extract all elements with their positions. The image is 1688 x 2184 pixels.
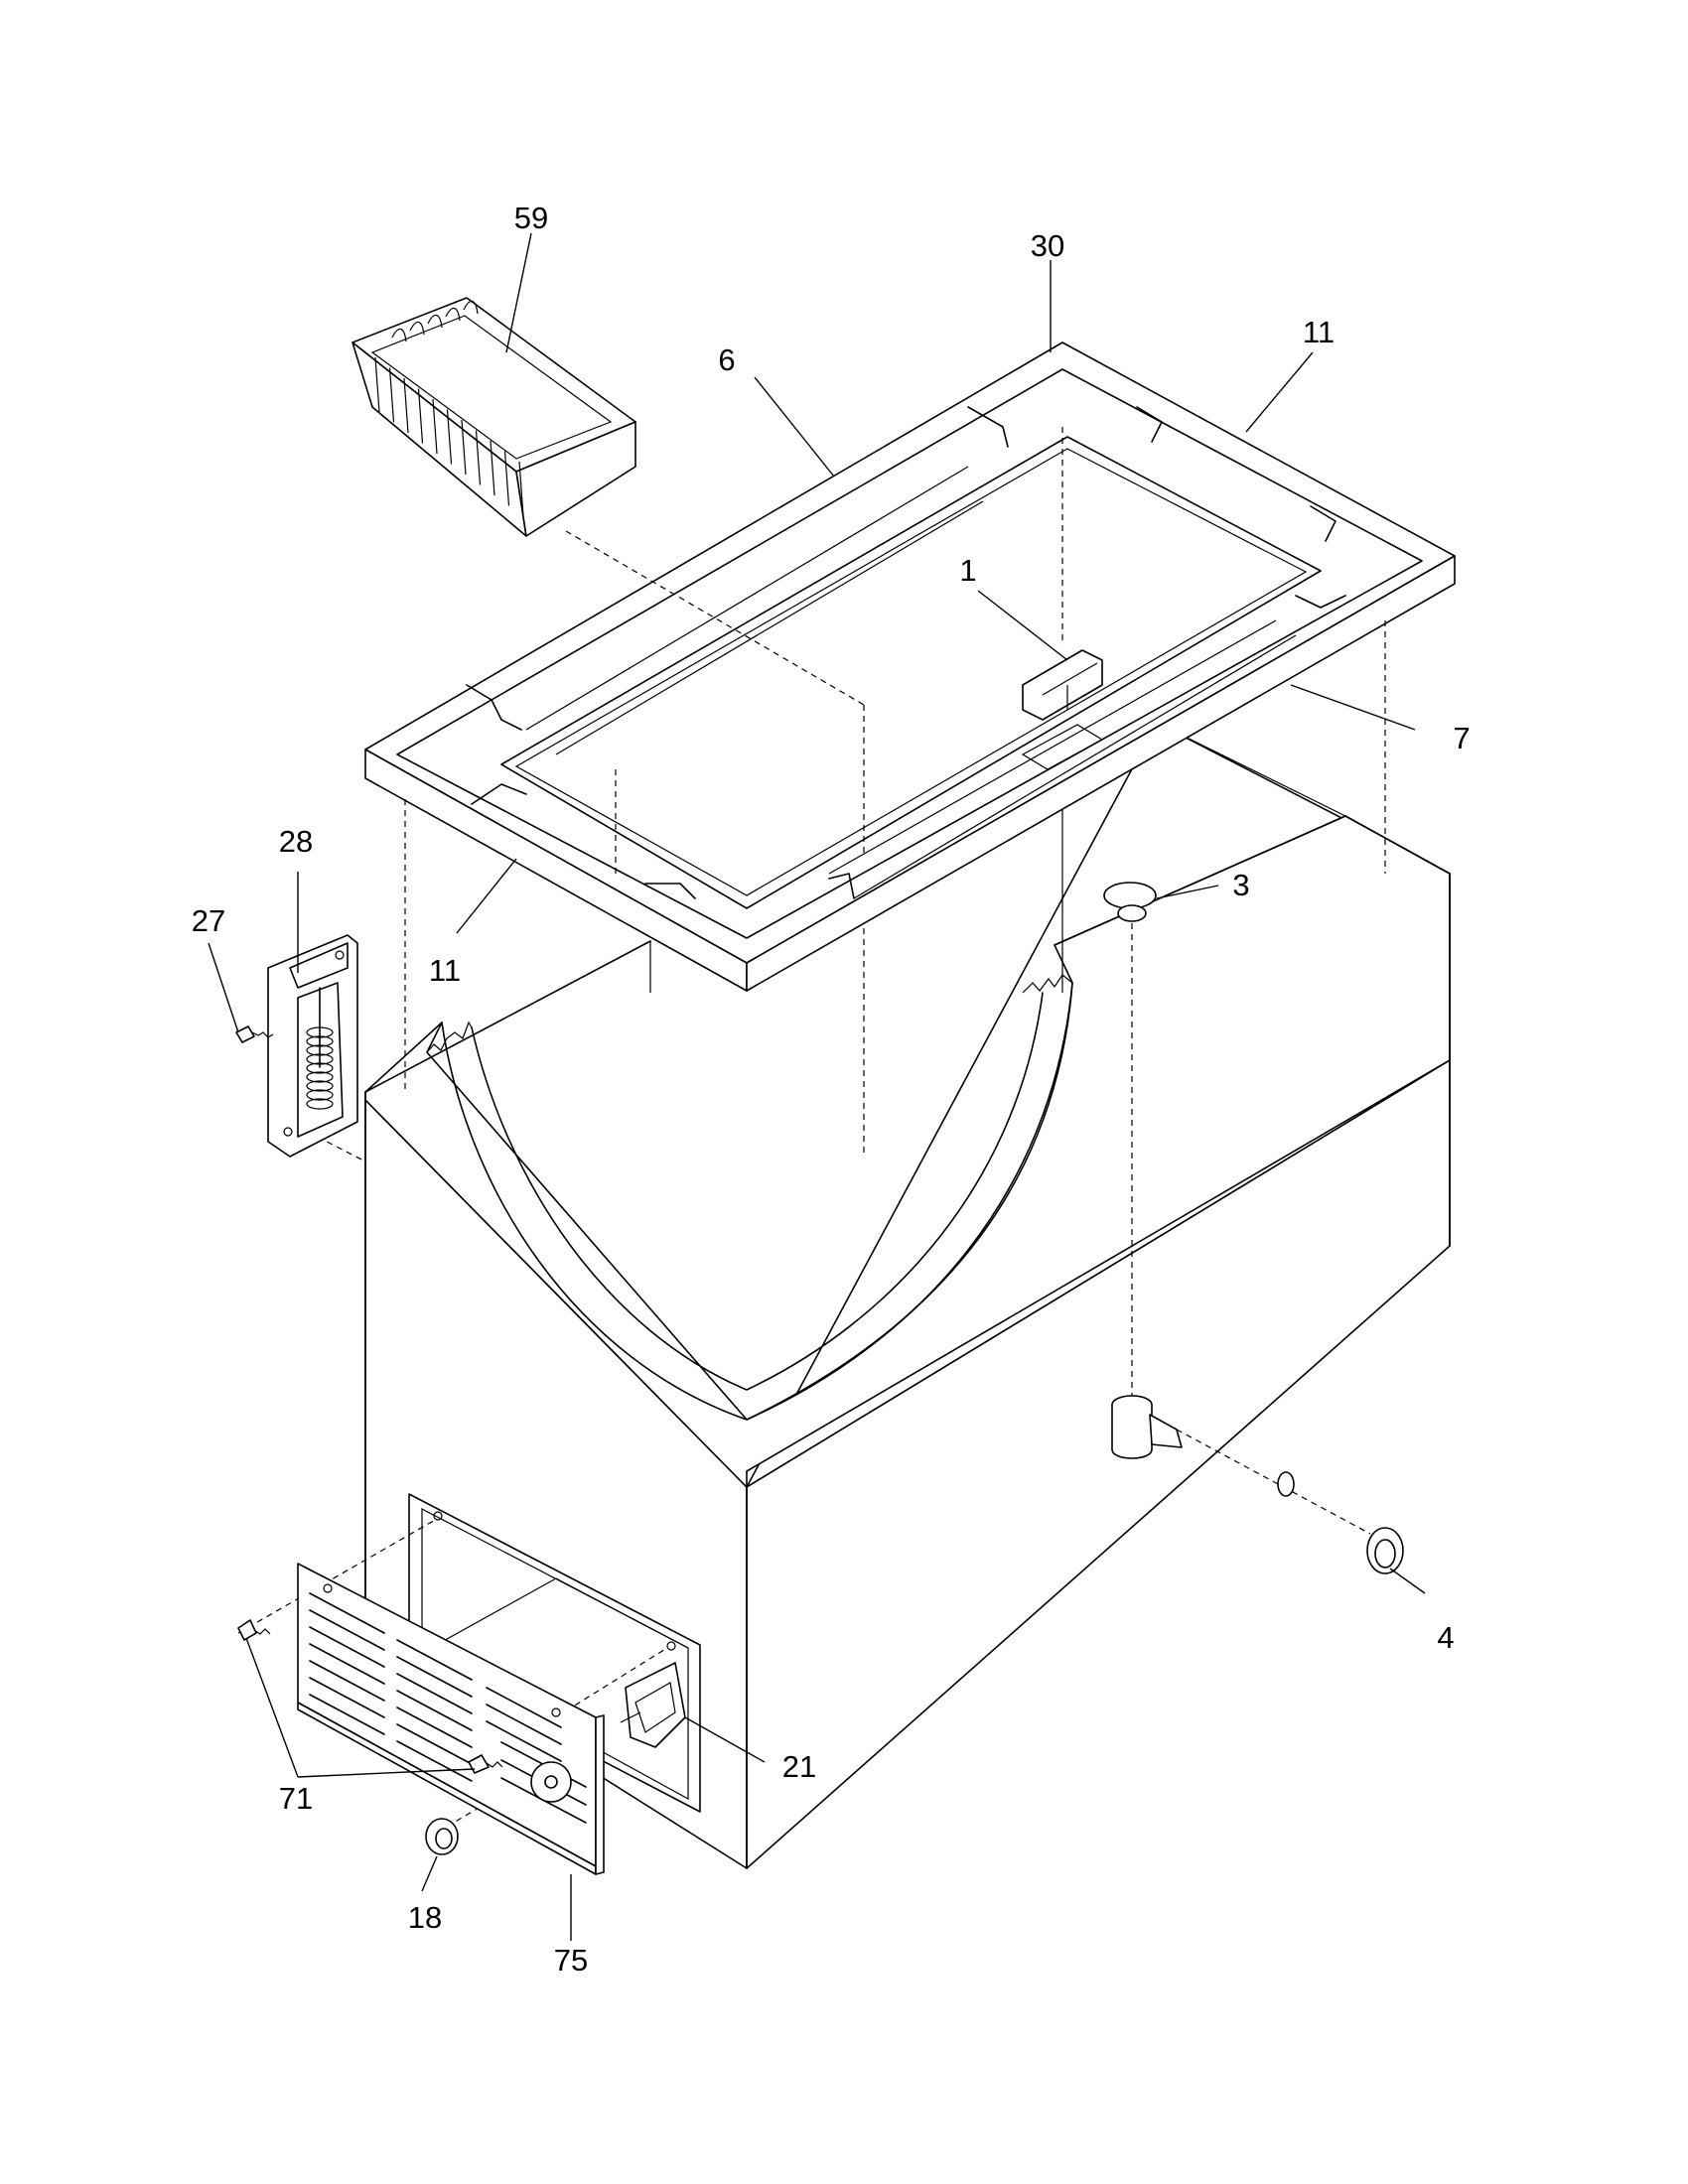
callout-28: 28 bbox=[279, 824, 313, 859]
callout-71: 71 bbox=[279, 1781, 313, 1816]
basket-rib bbox=[518, 461, 524, 517]
callout-75: 75 bbox=[554, 1943, 588, 1978]
basket-loop bbox=[427, 314, 443, 329]
grille-screws bbox=[237, 1619, 503, 1774]
thermostat bbox=[620, 1662, 686, 1748]
grille-slot bbox=[309, 1694, 385, 1735]
basket-rib bbox=[503, 451, 510, 506]
grille-slot bbox=[309, 1609, 385, 1651]
grille-slot bbox=[486, 1687, 562, 1728]
callout-59: 59 bbox=[514, 201, 548, 235]
storage-basket bbox=[352, 297, 636, 537]
hinge-spring-coil bbox=[306, 1071, 334, 1083]
lid-hinge bbox=[267, 934, 358, 1158]
basket-loop bbox=[445, 307, 461, 322]
drain-tube bbox=[1111, 1395, 1295, 1497]
callout-3: 3 bbox=[1232, 868, 1249, 902]
basket-loop bbox=[409, 321, 425, 336]
grille-opening bbox=[408, 1493, 701, 1813]
grille-slot bbox=[309, 1677, 385, 1718]
callout-11-left: 11 bbox=[429, 953, 461, 988]
basket-rib bbox=[461, 419, 467, 476]
hinge-spring-coil bbox=[306, 1098, 334, 1110]
grille-slot bbox=[309, 1592, 385, 1634]
leader-lines bbox=[208, 232, 1426, 1941]
front-grille bbox=[297, 1563, 605, 1875]
basket-rib bbox=[374, 356, 380, 413]
grille-slot bbox=[396, 1690, 473, 1731]
hinge-spring-coil bbox=[306, 1080, 334, 1092]
callout-7: 7 bbox=[1453, 721, 1470, 755]
callout-labels: 59 30 11 6 1 7 3 28 27 11 4 21 71 18 75 bbox=[192, 201, 1471, 1978]
grille-slot bbox=[309, 1660, 385, 1702]
callout-27: 27 bbox=[192, 903, 225, 938]
callout-11-top: 11 bbox=[1303, 315, 1335, 349]
basket-rib bbox=[432, 398, 438, 455]
basket-rib bbox=[417, 388, 424, 444]
callout-6: 6 bbox=[718, 342, 735, 377]
grille-slot bbox=[309, 1643, 385, 1685]
basket-rib bbox=[388, 367, 395, 423]
callout-30: 30 bbox=[1031, 228, 1064, 263]
drain-cap bbox=[1366, 1527, 1404, 1574]
basket-rib bbox=[403, 377, 409, 434]
grille-slot bbox=[309, 1626, 385, 1668]
grille-slot bbox=[396, 1706, 473, 1748]
basket-loop bbox=[463, 300, 479, 315]
callout-4: 4 bbox=[1437, 1620, 1454, 1655]
grille-slot bbox=[486, 1704, 562, 1745]
hinge-spring-coil bbox=[306, 1089, 334, 1101]
control-knob bbox=[425, 1818, 459, 1855]
grille-slot bbox=[486, 1720, 562, 1762]
lid-assembly bbox=[364, 341, 1456, 992]
hinge-screw bbox=[235, 1025, 274, 1043]
grille-slot bbox=[396, 1740, 473, 1782]
basket-loop bbox=[391, 328, 407, 342]
basket-rib bbox=[475, 430, 482, 485]
grille-slot bbox=[396, 1656, 473, 1698]
grille-slot bbox=[396, 1723, 473, 1765]
callout-18: 18 bbox=[408, 1900, 442, 1935]
drain-plug bbox=[1103, 882, 1157, 922]
basket-rib bbox=[490, 440, 495, 496]
callout-21: 21 bbox=[782, 1749, 816, 1784]
grille-slot bbox=[396, 1673, 473, 1714]
basket-rib bbox=[446, 409, 453, 465]
grille-slot bbox=[396, 1639, 473, 1681]
callout-1: 1 bbox=[959, 553, 976, 588]
